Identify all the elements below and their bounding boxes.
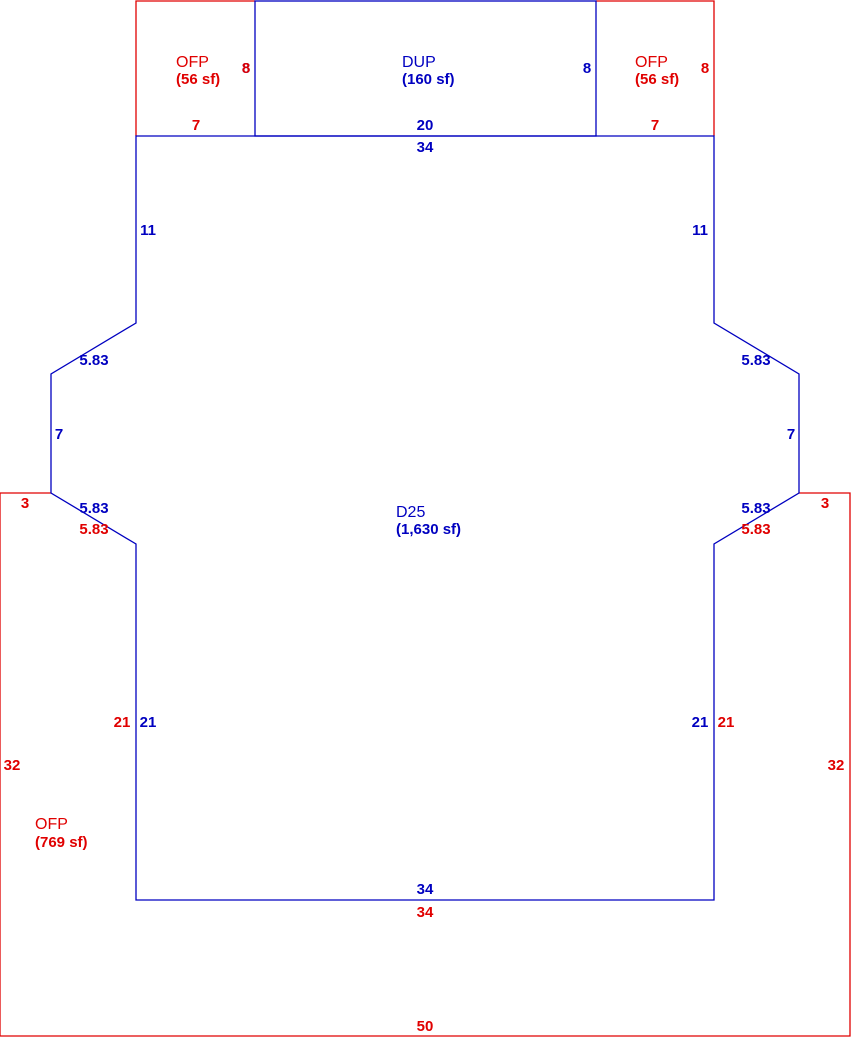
dim-ofp-top-right-height: 8 bbox=[701, 60, 709, 77]
dim-living-bottom: 34 bbox=[417, 881, 434, 898]
dim-lower-left-angle: 5.83 bbox=[79, 500, 108, 517]
dim-upper-left-side: 11 bbox=[140, 222, 156, 239]
ofp-top-right-size: (56 sf) bbox=[635, 71, 679, 88]
dim-ofp-inner-right-side: 21 bbox=[718, 714, 735, 731]
area-labels: D25 (1,630 sf) DUP (160 sf) OFP (56 sf) … bbox=[35, 54, 679, 851]
dim-ofp-top-right-width: 7 bbox=[651, 117, 659, 134]
dim-dup-left: 8 bbox=[242, 60, 250, 77]
ofp-main-name: OFP bbox=[35, 816, 68, 833]
dim-dup-right: 8 bbox=[583, 60, 591, 77]
dup-name: DUP bbox=[402, 54, 436, 71]
dim-dup-bottom: 20 bbox=[417, 117, 434, 134]
dim-ofp-left-step: 3 bbox=[21, 495, 29, 512]
dim-upper-left-angle: 5.83 bbox=[79, 352, 108, 369]
dup-outline bbox=[254, 0, 597, 137]
ofp-top-left-outline bbox=[135, 0, 255, 136]
living-outlines bbox=[50, 0, 800, 901]
ofp-top-right-name: OFP bbox=[635, 54, 668, 71]
ofp-top-left-name: OFP bbox=[176, 54, 209, 71]
living-dimension-labels: 34 20 8 8 11 11 5.83 5.83 7 7 5.83 5.83 … bbox=[55, 60, 795, 898]
dim-upper-right-side: 11 bbox=[692, 222, 708, 239]
dim-left-bay: 7 bbox=[55, 426, 63, 443]
dim-ofp-top-left-edge: 8 bbox=[242, 60, 250, 77]
dim-upper-right-angle: 5.83 bbox=[741, 352, 770, 369]
dim-ofp-outer-bottom: 50 bbox=[417, 1018, 434, 1035]
dim-ofp-right-angle: 5.83 bbox=[741, 521, 770, 538]
ofp-top-left-size: (56 sf) bbox=[176, 71, 220, 88]
dim-ofp-outer-left-side: 32 bbox=[4, 757, 21, 774]
dim-ofp-inner-bottom: 34 bbox=[417, 904, 434, 921]
dim-ofp-right-step: 3 bbox=[821, 495, 829, 512]
dim-ofp-outer-right-side: 32 bbox=[828, 757, 845, 774]
dup-size: (160 sf) bbox=[402, 71, 455, 88]
d25-size: (1,630 sf) bbox=[396, 521, 461, 538]
dim-lower-right-side: 21 bbox=[692, 714, 709, 731]
d25-name: D25 bbox=[396, 504, 425, 521]
porch-dimension-labels: 7 8 7 8 3 3 5.83 5.83 21 21 32 32 34 50 bbox=[4, 60, 845, 1035]
dim-lower-left-side: 21 bbox=[140, 714, 157, 731]
d25-outline bbox=[50, 135, 800, 901]
ofp-top-right-outline bbox=[596, 0, 715, 136]
dim-lower-right-angle: 5.83 bbox=[741, 500, 770, 517]
dim-ofp-top-left-width: 7 bbox=[192, 117, 200, 134]
dim-ofp-inner-left-side: 21 bbox=[114, 714, 131, 731]
ofp-main-outline bbox=[0, 492, 851, 1037]
dim-right-bay: 7 bbox=[787, 426, 795, 443]
ofp-main-size: (769 sf) bbox=[35, 834, 88, 851]
dim-living-top: 34 bbox=[417, 139, 434, 156]
dim-ofp-left-angle: 5.83 bbox=[79, 521, 108, 538]
